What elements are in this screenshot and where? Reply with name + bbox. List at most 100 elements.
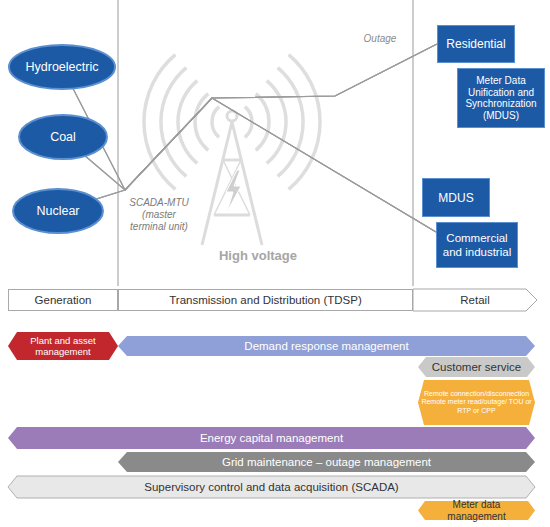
- tower-brace: [223, 159, 241, 162]
- segment-band-shape: [119, 290, 413, 311]
- segment-band: Generation: [8, 289, 118, 311]
- feature-box-shape: [418, 380, 535, 425]
- radio-waves: [144, 55, 320, 190]
- text-holder: Meter Data Unification and Synchronizati…: [457, 68, 545, 128]
- customer-box: Residential: [437, 25, 515, 63]
- node-text: Residential: [446, 37, 505, 51]
- node-text: Remote connection/disconnection Remote m…: [420, 390, 533, 416]
- text-holder: Demand response management: [118, 336, 535, 356]
- node-text: MDUS: [438, 191, 473, 205]
- text-holder: Generation: [8, 289, 118, 311]
- text-holder: Transmission and Distribution (TDSP): [118, 289, 413, 311]
- text-holder: Hydroelectric: [8, 44, 116, 90]
- node-text: Grid maintenance – outage management: [222, 455, 431, 469]
- column-divider: [118, 0, 119, 286]
- function-band-shape: [8, 476, 535, 498]
- plant-ellipse: Hydroelectric: [8, 44, 116, 90]
- function-band-shape: [418, 357, 535, 377]
- tower-leg: [232, 122, 262, 245]
- node-text: Transmission and Distribution (TDSP): [169, 293, 362, 307]
- tower-brace: [214, 214, 250, 217]
- wave-arc: [195, 94, 208, 151]
- function-band: Meter data management: [418, 501, 535, 520]
- function-band-shape: [118, 336, 535, 356]
- connector-line: [96, 44, 437, 199]
- node-text: Coal: [50, 130, 76, 145]
- function-band-shape: [118, 452, 535, 472]
- function-band: Energy capital management: [8, 427, 535, 449]
- annotation-label: Outage: [355, 33, 405, 45]
- node-text: Nuclear: [36, 204, 79, 219]
- system-box: MDUS: [422, 178, 490, 217]
- wave-arc: [161, 68, 186, 177]
- text-holder: Meter data management: [418, 501, 535, 520]
- function-band: Demand response management: [118, 336, 535, 356]
- text-holder: Nuclear: [12, 188, 104, 234]
- segment-band: Transmission and Distribution (TDSP): [118, 289, 413, 311]
- node-text: Customer service: [432, 360, 521, 374]
- text-holder: MDUS: [422, 178, 490, 217]
- system-box-shape: [423, 179, 490, 217]
- plant-ellipse-shape: [13, 189, 103, 233]
- plant-ellipse: Nuclear: [12, 188, 104, 234]
- node-text: Retail: [460, 293, 489, 307]
- connector-line: [85, 44, 437, 190]
- wave-arc: [289, 55, 320, 190]
- node-text: Meter Data Unification and Synchronizati…: [460, 75, 542, 121]
- text-holder: Retail: [413, 289, 537, 311]
- node-text: Hydroelectric: [26, 60, 99, 75]
- function-band: Supervisory control and data acquisition…: [8, 476, 535, 498]
- tower-brace: [214, 160, 241, 215]
- column-divider: [413, 0, 414, 286]
- text-holder: Energy capital management: [8, 427, 535, 449]
- wave-arc: [267, 81, 286, 164]
- segment-band-shape: [9, 290, 118, 311]
- text-holder: Residential: [437, 25, 515, 63]
- tower-illustration: [202, 111, 262, 245]
- function-band-shape: [8, 427, 535, 449]
- function-band: Grid maintenance – outage management: [118, 452, 535, 472]
- connector-line: [96, 98, 436, 232]
- text-holder: Customer service: [418, 357, 535, 377]
- text-holder: Supervisory control and data acquisition…: [8, 476, 535, 498]
- customer-box-outline: [436, 222, 518, 268]
- connector-line: [85, 98, 436, 232]
- wave-arc: [178, 81, 197, 164]
- plant-ellipse-shape: [9, 45, 115, 89]
- wave-arc: [212, 107, 219, 138]
- text-holder: Remote connection/disconnection Remote m…: [418, 380, 535, 425]
- customer-box-shape: [437, 223, 518, 268]
- node-text: Energy capital management: [200, 431, 343, 445]
- lightning-bolt: [226, 170, 241, 212]
- connector-line: [73, 89, 436, 233]
- segment-arrow-shape: [413, 289, 537, 311]
- illustration-label: High voltage: [200, 248, 316, 264]
- wave-arc: [144, 55, 175, 190]
- system-box-shape: [458, 69, 545, 128]
- system-box: Meter Data Unification and Synchronizati…: [457, 68, 545, 128]
- text-holder: Plant and asset management: [8, 332, 118, 360]
- wave-arc: [278, 68, 303, 177]
- plant-ellipse-shape: [19, 115, 107, 159]
- plant-ellipse: Coal: [18, 114, 108, 160]
- connector-line: [73, 44, 437, 190]
- segment-arrow: Retail: [413, 289, 537, 311]
- node-text: Supervisory control and data acquisition…: [144, 480, 398, 494]
- tower-leg: [202, 122, 232, 245]
- node-text: Meter data management: [424, 499, 529, 523]
- text-holder: Commercial and industrial: [436, 222, 518, 268]
- node-text: Plant and asset management: [20, 335, 106, 357]
- annotation-label: SCADA-MTU (master terminal unit): [126, 197, 192, 233]
- text-holder: Grid maintenance – outage management: [118, 452, 535, 472]
- function-band-shape: [8, 332, 118, 360]
- feature-box: Remote connection/disconnection Remote m…: [418, 380, 535, 425]
- customer-box: Commercial and industrial: [436, 222, 518, 268]
- node-text: Commercial and industrial: [440, 231, 514, 259]
- customer-box-shape: [438, 26, 515, 63]
- function-band: Plant and asset management: [8, 332, 118, 360]
- node-text: Generation: [35, 293, 92, 307]
- function-band: Customer service: [418, 357, 535, 377]
- wave-arc: [256, 94, 269, 151]
- node-text: Demand response management: [244, 339, 408, 353]
